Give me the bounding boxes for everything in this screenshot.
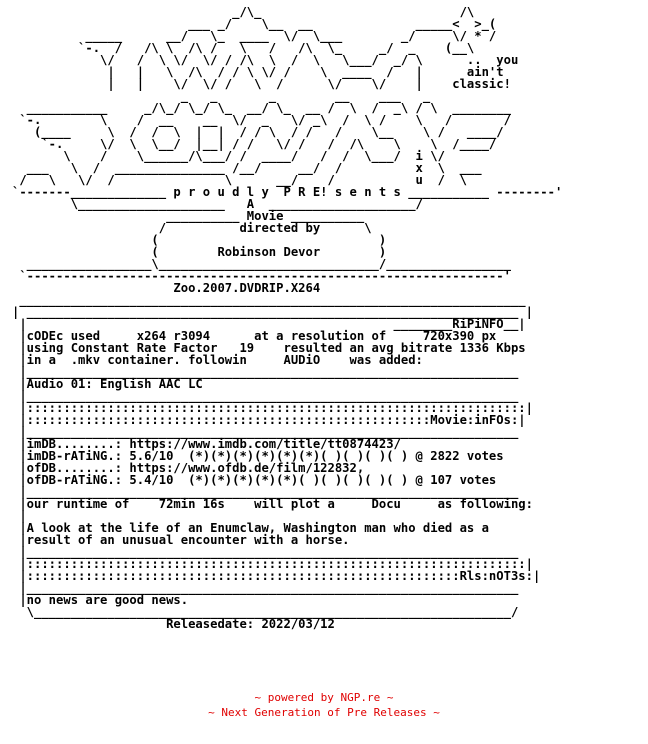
nfo-ascii-content: _/\_ /\ ___ _/ \__ __ _____< >_( _____ _… — [12, 6, 563, 631]
nfo-viewer: _/\_ /\ ___ _/ \__ __ _____< >_( _____ _… — [12, 6, 642, 682]
footer: ~ powered by NGP.re ~ ~ Next Generation … — [0, 690, 648, 720]
footer-tagline: ~ Next Generation of Pre Releases ~ — [208, 706, 440, 719]
footer-powered-by: ~ powered by NGP.re ~ — [254, 691, 394, 704]
